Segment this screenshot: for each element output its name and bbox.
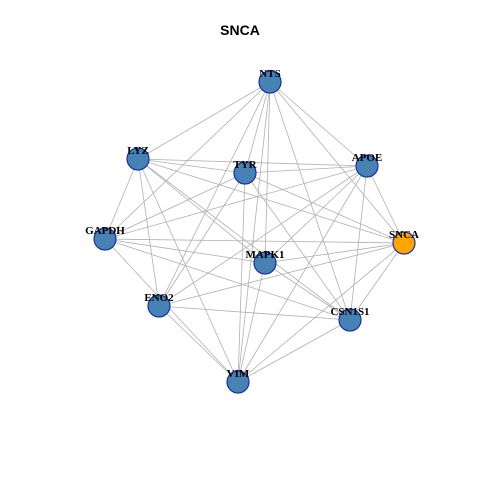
edge-gapdh-snca — [104, 238, 405, 244]
edge-tyr-snca — [244, 172, 405, 244]
edge-apoe-vim — [237, 165, 368, 383]
edge-lyz-apoe — [137, 158, 368, 167]
node-label-eno2: ENO2 — [144, 292, 174, 304]
edge-apoe-csn1s1 — [349, 165, 368, 321]
edge-apoe-eno2 — [158, 165, 368, 307]
node-layer — [93, 70, 416, 394]
edge-snca-mapk1 — [264, 242, 405, 264]
edge-gapdh-csn1s1 — [104, 238, 351, 321]
edge-nts-vim — [237, 81, 271, 383]
edge-tyr-gapdh — [104, 172, 246, 240]
node-snca[interactable] — [392, 231, 416, 255]
node-tyr[interactable] — [233, 161, 257, 185]
node-label-csn1s1: CSN1S1 — [330, 306, 369, 318]
edge-snca-csn1s1 — [349, 242, 405, 321]
edge-nts-mapk1 — [264, 81, 271, 264]
edge-nts-lyz — [137, 81, 271, 160]
edge-apoe-mapk1 — [264, 165, 368, 264]
edge-nts-csn1s1 — [269, 81, 351, 321]
node-vim[interactable] — [226, 370, 250, 394]
node-eno2[interactable] — [147, 294, 171, 318]
node-label-nts: NTS — [259, 68, 280, 80]
edge-tyr-vim — [237, 172, 246, 383]
edge-nts-apoe — [269, 81, 368, 167]
edge-lyz-gapdh — [104, 158, 139, 240]
node-nts[interactable] — [258, 70, 282, 94]
edge-lyz-tyr — [137, 158, 246, 174]
node-label-vim: VIM — [227, 368, 250, 380]
edge-apoe-snca — [366, 165, 405, 244]
edge-tyr-csn1s1 — [244, 172, 351, 321]
node-csn1s1[interactable] — [338, 308, 362, 332]
node-label-apoe: APOE — [352, 152, 383, 164]
edge-gapdh-mapk1 — [104, 238, 266, 264]
edge-tyr-eno2 — [158, 172, 246, 307]
edge-mapk1-vim — [237, 262, 266, 383]
edge-csn1s1-vim — [237, 319, 351, 383]
node-mapk1[interactable] — [253, 251, 277, 275]
edge-lyz-mapk1 — [137, 158, 266, 264]
node-label-gapdh: GAPDH — [85, 225, 125, 237]
edge-nts-snca — [269, 81, 405, 244]
node-gapdh[interactable] — [93, 227, 117, 251]
node-label-mapk1: MAPK1 — [245, 249, 284, 261]
node-apoe[interactable] — [355, 154, 379, 178]
edge-gapdh-vim — [104, 238, 239, 383]
edge-snca-vim — [237, 242, 405, 383]
diagram-title: SNCA — [220, 22, 260, 38]
edge-eno2-vim — [158, 305, 239, 383]
edge-nts-tyr — [244, 81, 271, 174]
edge-apoe-gapdh — [104, 165, 368, 240]
edge-nts-eno2 — [158, 81, 271, 307]
node-label-lyz: LYZ — [127, 145, 149, 157]
edge-lyz-csn1s1 — [137, 158, 351, 321]
edge-eno2-csn1s1 — [158, 305, 351, 321]
node-label-tyr: TYR — [233, 159, 257, 171]
node-lyz[interactable] — [126, 147, 150, 171]
edge-mapk1-csn1s1 — [264, 262, 351, 321]
edge-layer — [104, 81, 405, 383]
edge-tyr-apoe — [244, 165, 368, 174]
edge-lyz-vim — [137, 158, 239, 383]
node-label-snca: SNCA — [389, 229, 419, 241]
edge-lyz-eno2 — [137, 158, 160, 307]
